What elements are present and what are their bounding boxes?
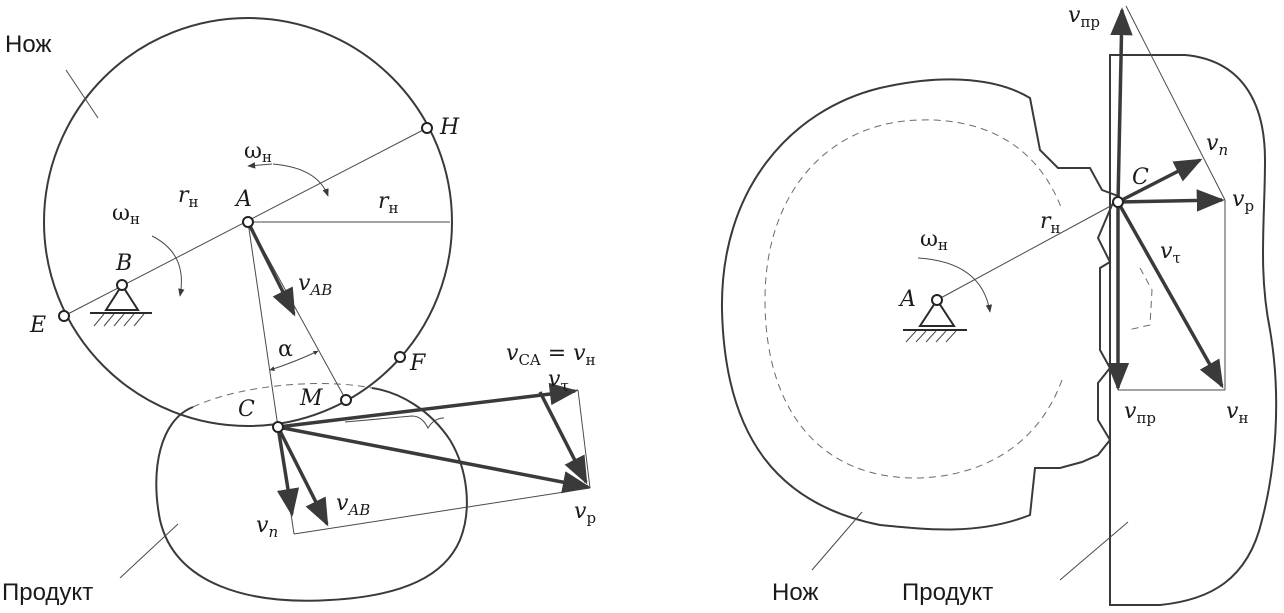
left-knife-circle: [43, 17, 453, 427]
left-product-bracket: [344, 415, 445, 430]
left-ac-line: [247, 221, 279, 428]
left-point-a: [242, 216, 254, 228]
right-vector-vn: [1117, 158, 1203, 204]
left-label-c: C: [238, 397, 255, 422]
right-vector-vp: [1117, 189, 1225, 212]
right-dashed-tooth: [1127, 267, 1153, 331]
right-label-vpr-bottom: vпр: [1124, 399, 1156, 427]
left-vector-vn: [276, 426, 300, 517]
left-omega-arrow-top: [272, 163, 329, 197]
left-label-omega-b: ωн: [112, 201, 140, 228]
right-label-vn: vn: [1206, 131, 1228, 159]
right-leader-product: [1059, 521, 1129, 581]
right-vector-vh: [1116, 201, 1224, 389]
right-label-vh: vн: [1226, 399, 1248, 427]
left-product-label: Продукт: [2, 579, 93, 606]
left-vector-vab-from-a: [246, 221, 296, 317]
right-product-label: Продукт: [902, 579, 993, 606]
left-label-alpha: α: [278, 337, 293, 362]
right-label-c: C: [1132, 165, 1149, 190]
left-label-h: H: [439, 115, 460, 140]
left-label-f: F: [409, 351, 426, 376]
left-point-m: [340, 394, 352, 406]
left-product-outline: [155, 387, 468, 602]
left-vector-vab-from-c: [276, 426, 329, 527]
left-label-m: M: [299, 386, 323, 411]
left-point-f: [394, 351, 406, 363]
left-point-h: [421, 122, 433, 134]
left-leader-product: [119, 523, 179, 579]
right-leader-knife: [811, 511, 863, 571]
right-product-outline: [1109, 54, 1278, 606]
left-parallel-bottom: [293, 487, 591, 535]
right-label-vp: vр: [1232, 187, 1254, 215]
left-point-c: [272, 421, 284, 433]
left-label-vtau: vτ: [548, 367, 569, 395]
right-figure: Нож Продукт A C ωн rн vпр vn vр vτ vпр v…: [720, 3, 1278, 606]
left-label-b: B: [115, 251, 132, 276]
left-label-vn: vn: [256, 513, 278, 541]
left-label-r-horiz: rн: [378, 189, 399, 217]
left-label-vab-top: vAB: [298, 271, 332, 299]
left-vector-vp: [277, 425, 591, 494]
right-knife-dashed-circle: [764, 119, 1063, 479]
left-label-r-diam: rн: [178, 183, 199, 211]
left-label-a: A: [234, 187, 252, 212]
right-omega-arrow: [917, 257, 993, 313]
left-point-b: [116, 279, 128, 291]
right-parallel-top: [1125, 5, 1226, 201]
left-point-e: [58, 310, 70, 322]
right-label-a: A: [898, 287, 916, 312]
left-omega-small-arrow: [247, 162, 273, 169]
left-label-omega-top: ωн: [244, 139, 272, 166]
left-label-vca-eq-vh: vCA = vн: [506, 341, 596, 369]
right-knife-label: Нож: [772, 579, 818, 606]
left-label-vab-bottom: vAB: [336, 491, 370, 519]
right-vector-vpr-up: [1110, 7, 1133, 203]
right-support-a: [903, 298, 967, 343]
right-knife-outline: [720, 78, 1120, 531]
right-radius-line: [936, 201, 1119, 301]
left-figure: Нож Продукт H A B E F M C ωн ωн rн rн α …: [2, 17, 596, 606]
left-vector-vtau: [277, 382, 578, 429]
left-vector-vh-shift: [538, 391, 588, 485]
right-label-vtau: vτ: [1160, 239, 1181, 267]
right-label-r: rн: [1040, 209, 1061, 237]
left-product-dashed-arc: [192, 383, 373, 408]
right-label-omega: ωн: [920, 227, 948, 254]
left-support-b: [90, 283, 152, 327]
left-omega-arrow-b: [151, 235, 185, 297]
right-point-a: [931, 294, 943, 306]
left-leader-knife: [65, 69, 99, 119]
left-label-vp: vр: [574, 499, 596, 527]
right-point-c: [1112, 196, 1124, 208]
left-alpha-arc: [269, 350, 319, 372]
left-knife-label: Нож: [5, 31, 51, 58]
right-label-vpr-top: vпр: [1068, 3, 1100, 31]
left-label-e: E: [29, 313, 46, 338]
